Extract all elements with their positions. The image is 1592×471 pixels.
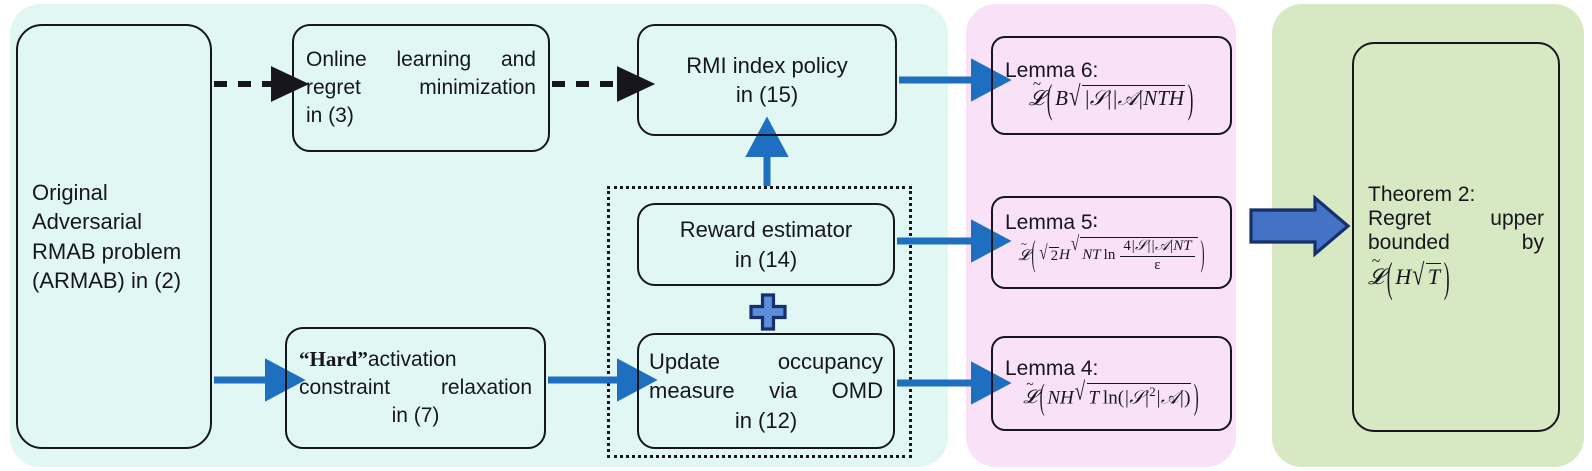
lemma-6-formula: 𝓛(B√|𝒮||𝒜|NTH) — [1005, 76, 1220, 122]
armab-line-4: (ARMAB) in (2) — [32, 267, 182, 293]
node-online-learning-regret-minimization[interactable]: Online learning and regret minimization … — [292, 24, 550, 152]
connector-lemmas-to-theorem — [1249, 194, 1351, 258]
lemma-5-box[interactable]: Lemma 5∶ 𝓛(√2H√NT ln 4|𝒮||𝒜|NTε) — [991, 196, 1232, 289]
online-line-1: Online learning and — [306, 48, 536, 72]
hard-emphasis: “Hard” — [299, 347, 368, 372]
update-line-3: in (12) — [734, 407, 798, 433]
node-hard-activation-constraint-relaxation[interactable]: “Hard”activation constraint relaxation i… — [285, 327, 546, 449]
theorem-line-2: Regret upper — [1368, 206, 1544, 230]
online-line-3: in (3) — [306, 103, 354, 127]
lemma-4-title: Lemma 4: — [1005, 356, 1099, 380]
reward-line-1: Reward estimator — [679, 217, 853, 243]
node-theorem-2[interactable]: Theorem 2: Regret upper bounded by 𝓛(H√T… — [1352, 42, 1560, 432]
lemma-6-box[interactable]: Lemma 6: 𝓛(B√|𝒮||𝒜|NTH) — [991, 36, 1232, 135]
node-reward-estimator[interactable]: Reward estimator in (14) — [637, 203, 895, 286]
armab-line-1: Original — [32, 180, 108, 205]
lemma-4-box[interactable]: Lemma 4: 𝓛(NH√T ln(|𝒮|2|𝒜|)) — [991, 336, 1232, 431]
hard-line-2: constraint relaxation — [299, 376, 532, 400]
armab-line-2: Adversarial — [32, 209, 143, 235]
update-line-1: Update occupancy — [649, 349, 883, 375]
lemma-4-formula: 𝓛(NH√T ln(|𝒮|2|𝒜|)) — [1005, 378, 1220, 418]
lemma-6-title: Lemma 6: — [1005, 58, 1099, 82]
rmi-line-1: RMI index policy — [686, 52, 848, 78]
rmi-line-2: in (15) — [735, 82, 799, 107]
theorem-formula: 𝓛(H√T) — [1368, 254, 1544, 301]
theorem-line-1: Theorem 2: — [1368, 182, 1476, 206]
lemma-5-title: Lemma 5∶ — [1005, 211, 1099, 235]
estimator-group-box — [607, 186, 912, 458]
update-line-2: measure via OMD — [649, 378, 883, 404]
online-line-2: regret minimization — [306, 76, 536, 100]
hard-line-3: in (7) — [391, 403, 440, 427]
theorem-line-3: bounded by — [1368, 230, 1544, 254]
hard-line-1-rest: activation — [367, 348, 457, 372]
hard-line-1: “Hard”activation — [299, 346, 532, 374]
lemma-5-formula: 𝓛(√2H√NT ln 4|𝒮||𝒜|NTε) — [1005, 234, 1220, 274]
node-rmi-index-policy[interactable]: RMI index policy in (15) — [637, 24, 897, 136]
algorithm-panel — [10, 4, 948, 467]
node-update-occupancy-measure[interactable]: Update occupancy measure via OMD in (12) — [637, 333, 895, 449]
reward-line-2: in (14) — [734, 246, 798, 272]
node-original-armab-problem[interactable]: Original Adversarial RMAB problem (ARMAB… — [16, 24, 212, 449]
armab-line-3: RMAB problem — [32, 238, 182, 264]
plus-operator-icon — [749, 293, 787, 331]
